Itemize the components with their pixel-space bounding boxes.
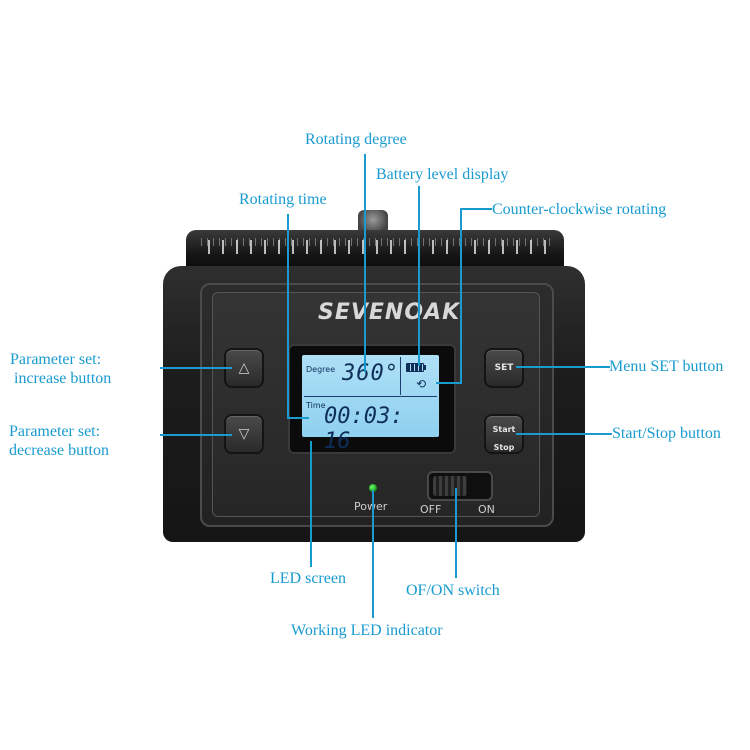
line-param-decrease	[160, 434, 232, 436]
line-menu-set	[516, 366, 610, 368]
power-switch[interactable]	[427, 471, 493, 501]
lcd-screen: Degree 360° ⟲ Time 00:03: 16	[302, 355, 439, 454]
line-working-led	[372, 490, 374, 618]
label-param-increase-line1: Parameter set:	[10, 351, 102, 368]
power-label: Power	[354, 500, 388, 513]
switch-on-label: ON	[478, 503, 495, 516]
stop-label: Stop	[493, 443, 515, 452]
label-rotating-degree: Rotating degree	[305, 131, 407, 148]
line-battery-level	[418, 186, 420, 366]
set-button[interactable]: SET	[484, 348, 524, 388]
screen-degree-label: Degree	[306, 365, 336, 374]
label-battery-level: Battery level display	[376, 166, 509, 183]
increase-button[interactable]: △	[224, 348, 264, 388]
battery-icon	[406, 363, 426, 372]
label-working-led: Working LED indicator	[291, 622, 443, 639]
label-param-increase-line2: increase button	[14, 370, 112, 387]
up-triangle-icon: △	[238, 360, 250, 376]
down-triangle-icon: ▽	[238, 426, 250, 442]
start-label: Start	[492, 425, 516, 434]
label-param-decrease-line2: decrease button	[9, 442, 109, 459]
brand-logo: SEVENOAK	[318, 300, 461, 325]
rotating-dial	[186, 230, 564, 270]
label-ccw-rotating: Counter-clockwise rotating	[492, 201, 667, 218]
line-ccw-bottom	[436, 382, 462, 384]
line-led-screen	[310, 441, 312, 567]
screen-divider-horizontal	[304, 396, 437, 397]
line-rotating-time-horizontal	[287, 417, 309, 419]
line-ccw-vertical	[460, 208, 462, 384]
switch-knob[interactable]	[433, 476, 467, 496]
screen-time-value: 00:03: 16	[324, 404, 404, 454]
counter-clockwise-icon: ⟲	[416, 377, 427, 391]
label-param-decrease-line1: Parameter set:	[9, 423, 101, 440]
line-ccw-top	[460, 208, 492, 210]
line-param-increase	[160, 367, 232, 369]
label-onoff-switch: OF/ON switch	[406, 582, 500, 599]
line-onoff-switch	[455, 488, 457, 578]
label-menu-set: Menu SET button	[609, 358, 724, 375]
screen-time-label: Time	[306, 401, 326, 410]
set-button-label: SET	[494, 363, 514, 373]
line-rotating-time-vertical	[287, 214, 289, 419]
dial-major-ticks	[196, 240, 554, 254]
power-led-icon	[369, 484, 377, 492]
screen-degree-value: 360°	[342, 361, 399, 386]
screen-divider-vertical	[400, 357, 401, 395]
line-rotating-degree	[364, 154, 366, 372]
line-start-stop	[516, 433, 612, 435]
label-led-screen: LED screen	[270, 570, 346, 587]
label-start-stop: Start/Stop button	[612, 425, 721, 442]
label-rotating-time: Rotating time	[239, 191, 327, 208]
switch-off-label: OFF	[420, 503, 442, 516]
